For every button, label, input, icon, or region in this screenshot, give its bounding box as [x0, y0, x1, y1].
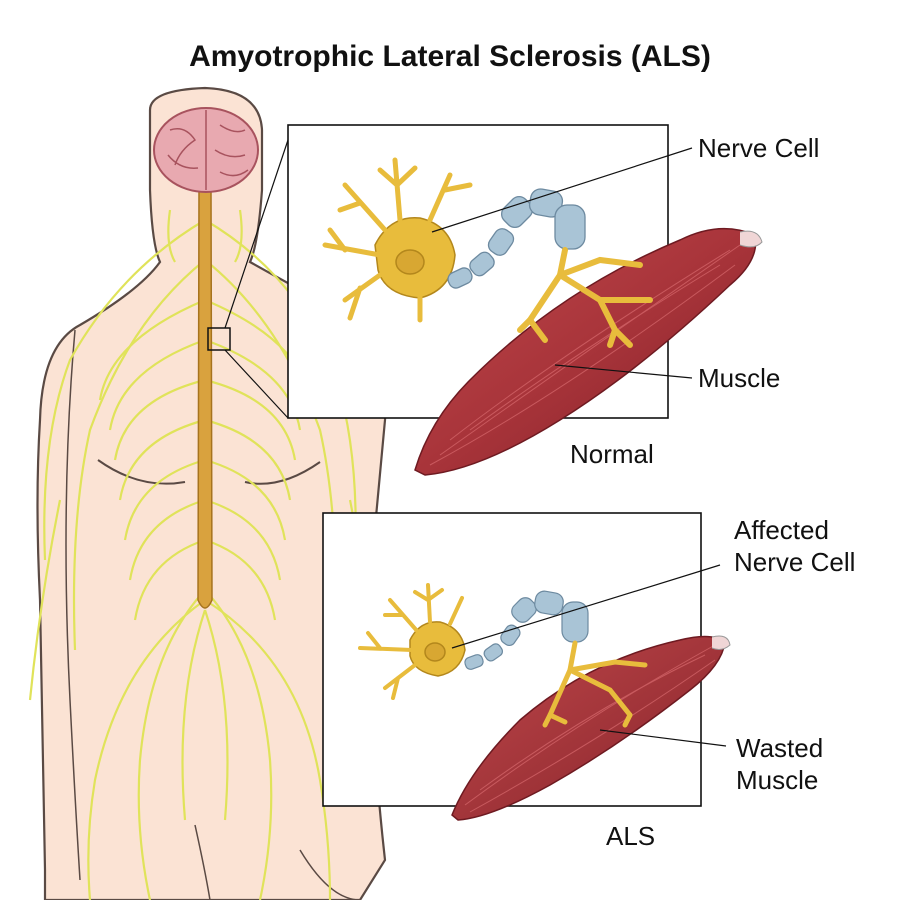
arm-line-left: [65, 329, 81, 881]
normal-panel: [287, 124, 763, 476]
peripheral-nerves: [28, 209, 380, 900]
affected-nerve-cell: [358, 583, 466, 700]
affected-label-line1: Affected: [734, 515, 829, 545]
brain: [153, 107, 259, 193]
wasted-muscle-pointer: [599, 729, 727, 747]
normal-caption: Normal: [570, 439, 654, 469]
normal-nerve-cell: [322, 157, 473, 323]
nerve-cell-label: Nerve Cell: [698, 133, 820, 163]
affected-nerve-cell-label: Affected Nerve Cell: [734, 514, 855, 578]
diagram-title: Amyotrophic Lateral Sclerosis (ALS): [189, 40, 711, 73]
spinal-cord: [197, 189, 213, 609]
muscle-pointer: [554, 364, 693, 379]
leg-line: [194, 824, 211, 900]
zoom-line-bottom: [224, 349, 289, 419]
wasted-label-line1: Wasted: [736, 733, 824, 763]
normal-nerve-terminal: [517, 247, 653, 348]
zoom-marker: [207, 327, 231, 351]
wasted-label-line2: Muscle: [736, 765, 819, 795]
nerve-cell-pointer: [431, 147, 693, 233]
affected-axon-myelin: [464, 590, 589, 670]
normal-axon-myelin: [447, 188, 586, 289]
wasted-muscle-label: Wasted Muscle: [736, 732, 823, 796]
affected-nerve-terminal: [542, 640, 648, 728]
muscle-label: Muscle: [698, 363, 781, 393]
als-panel: [322, 512, 731, 821]
als-caption: ALS: [606, 821, 656, 851]
affected-label-line2: Nerve Cell: [734, 547, 856, 577]
affected-cell-pointer: [451, 564, 721, 649]
pectoral-line-left: [97, 459, 186, 485]
zoom-line-top: [224, 139, 289, 329]
